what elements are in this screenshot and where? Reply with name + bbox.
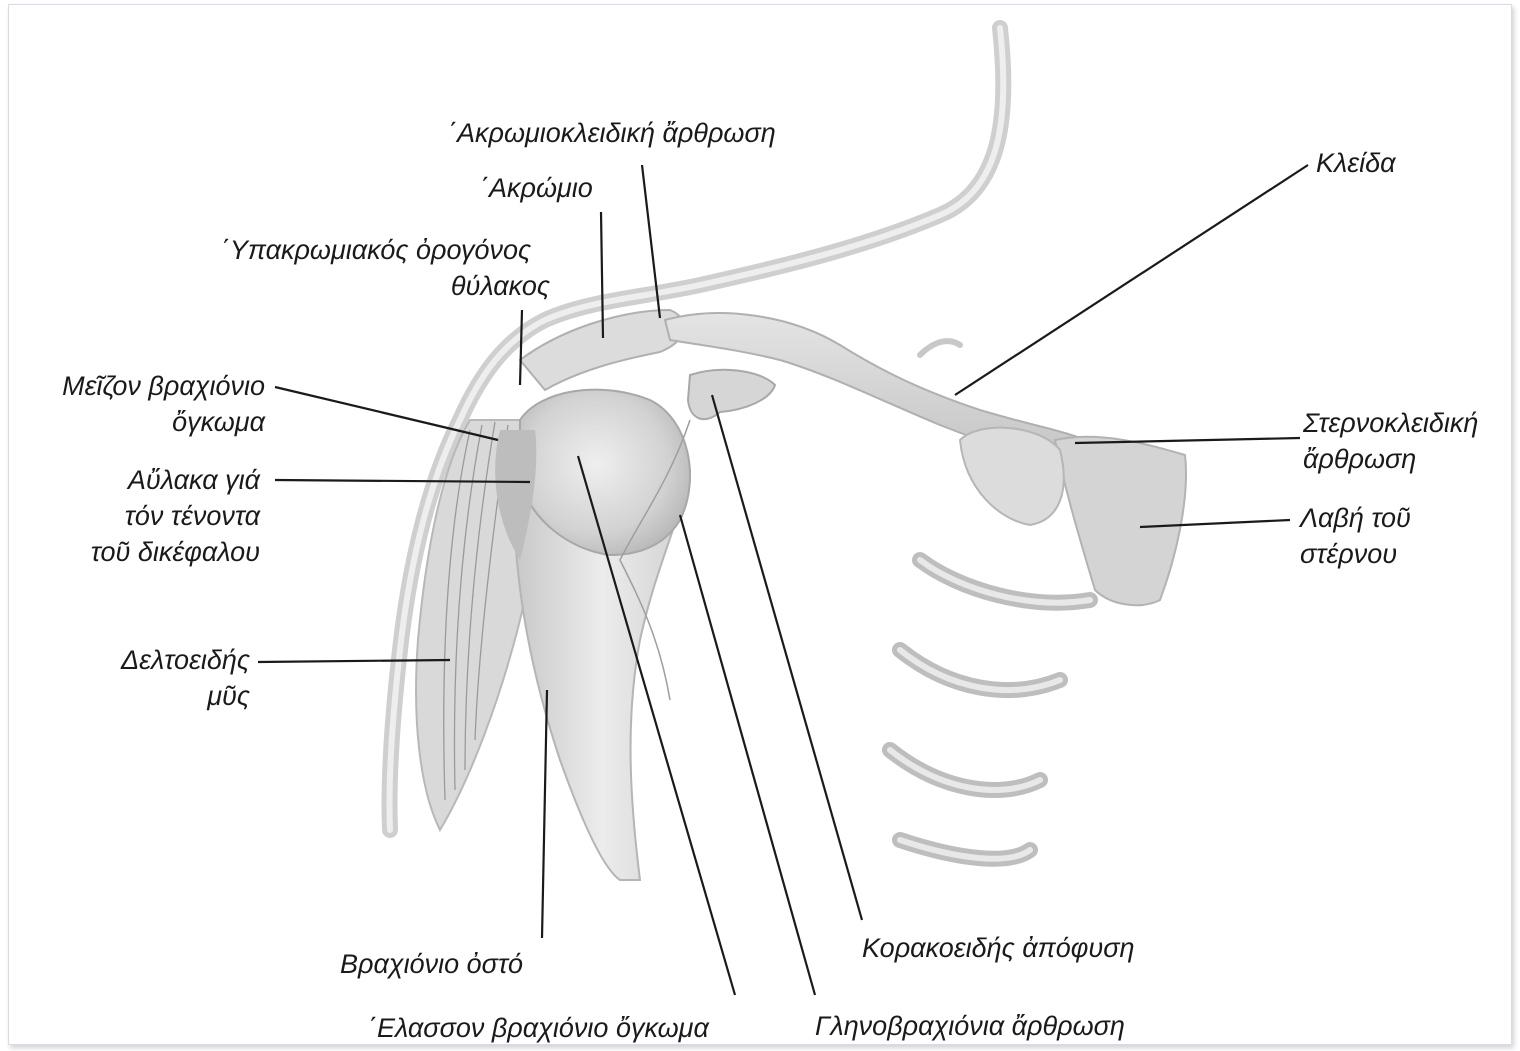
coracoid-shape (688, 370, 775, 419)
label-lesser-tubercle: ΄Ελασσον βραχιόνιο ὄγκωμα (368, 1010, 709, 1046)
label-deltoid: Δελτοειδής μῦς (40, 642, 250, 714)
label-sternoclavicular-joint: Στερνοκλειδική ἄρθρωση (1303, 405, 1478, 477)
label-greater-tubercle: Μεῖζον βραχιόνιο ὄγκωμα (20, 368, 265, 440)
manubrium-shape (1055, 437, 1186, 606)
label-acromion: ΄Ακρώμιο (480, 170, 593, 206)
label-acromioclavicular-joint: ΄Ακρωμιοκλειδική ἄρθρωση (448, 115, 776, 151)
label-coracoid-process: Κορακοειδής ἀπόφυση (862, 930, 1134, 966)
label-glenohumeral-joint: Γληνοβραχιόνια ἄρθρωση (815, 1008, 1125, 1044)
label-humerus: Βραχιόνιο ὀστό (340, 946, 523, 982)
label-subacromial-bursa: ΄Υπακρωμιακός ὀρογόνος θύλακος (196, 232, 556, 304)
label-manubrium: Λαβή τοῦ στέρνου (1300, 500, 1411, 572)
label-clavicle: Κλείδα (1316, 145, 1396, 181)
label-bicipital-groove: Αὔλακα γιά τόν τένοντα τοῦ δικέφαλου (20, 462, 260, 570)
